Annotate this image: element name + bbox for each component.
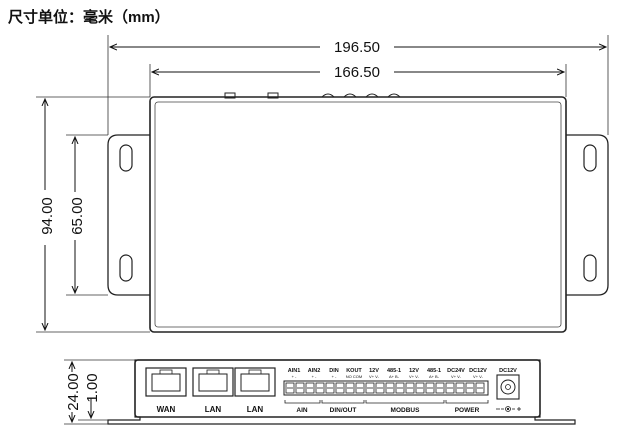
dim-side-height: 24.00 1.00 [64,359,135,425]
terminal-screw [365,382,375,394]
side-height-label: 24.00 [65,373,82,411]
terminal-screw [375,382,385,394]
slot-right-top [583,144,597,172]
lan-port-1: LAN [192,367,234,414]
slot-left-bottom [119,254,133,282]
terminal-screw [435,382,445,394]
terminal-label-ain2: AIN2 [308,368,321,374]
terminal-screw [355,382,365,394]
lan-port-2-label: LAN [247,405,264,414]
terminal-screw [305,382,315,394]
lan-port-2: LAN [234,367,276,414]
terminal-label-dc12v: DC12V [469,368,487,374]
wan-port-label: WAN [157,405,176,414]
dc-jack-label: DC12V [499,368,517,374]
inner-width-label: 166.50 [334,64,380,81]
dim-outer-width: 196.50 [107,35,609,135]
terminal-sub-dc24v: V+ V- [451,374,462,379]
terminal-screw [395,382,405,394]
terminal-screw [445,382,455,394]
terminal-label-kout: KOUT [346,368,362,374]
terminal-screw [415,382,425,394]
side-offset-label: 1.00 [84,373,101,402]
dc-jack: DC12V [496,368,521,412]
terminal-sub-ain2: + - [312,374,317,379]
outer-width-label: 196.50 [334,39,380,56]
terminal-sub-12v-2: V+ V- [409,374,420,379]
lan-port-1-label: LAN [205,405,222,414]
terminal-screw [345,382,355,394]
dc-polarity-icon [496,406,521,412]
dim-outer-height: 94.00 [36,96,150,333]
terminal-screw [335,382,345,394]
terminal-sub-12v-1: V+ V- [369,374,380,379]
front-panel [134,359,541,418]
terminal-screw [475,382,485,394]
left-flange [107,134,150,296]
outer-height-label: 94.00 [39,197,56,235]
terminal-label-din: DIN [329,368,339,374]
terminal-label-485-1a: 485-1 [387,368,401,374]
dim-inner-height: 65.00 [66,134,108,296]
dim-inner-width: 166.50 [149,64,567,97]
top-view [107,92,609,333]
terminal-screw [325,382,335,394]
device-body [149,96,567,333]
group-label-modbus: MODBUS [391,407,421,414]
terminal-screw [465,382,475,394]
right-flange [566,134,609,296]
terminal-sub-dc12v: V+ V- [473,374,484,379]
inner-height-label: 65.00 [69,197,86,235]
terminal-label-12v-1: 12V [369,368,379,374]
terminal-sub-din: + - [332,374,337,379]
terminal-screw [385,382,395,394]
terminal-screw [405,382,415,394]
terminal-label-ain1: AIN1 [288,368,301,374]
terminal-sub-485-1b: A+ B- [429,374,440,379]
wan-port: WAN [145,367,187,414]
terminal-block [283,380,489,396]
slot-right-bottom [583,254,597,282]
terminal-label-485-1b: 485-1 [427,368,441,374]
terminal-sub-kout: NO COM [346,374,362,379]
page-title: 尺寸单位：毫米（mm） [8,9,170,26]
terminal-screw [285,382,295,394]
terminal-sub-485-1a: A+ B- [389,374,400,379]
terminal-screw [315,382,325,394]
terminal-label-dc24v: DC24V [447,368,465,374]
group-label-din-out: DIN/OUT [330,407,357,414]
terminal-screw [455,382,465,394]
terminal-sub-ain1: + - [292,374,297,379]
terminal-screw [295,382,305,394]
front-view: WAN LAN LAN AIN1 AIN2 DIN KOUT 12V 485-1… [107,359,576,425]
terminal-screw [425,382,435,394]
group-label-power: POWER [455,407,480,414]
slot-left-top [119,144,133,172]
group-label-ain: AIN [296,407,308,414]
terminal-label-12v-2: 12V [409,368,419,374]
